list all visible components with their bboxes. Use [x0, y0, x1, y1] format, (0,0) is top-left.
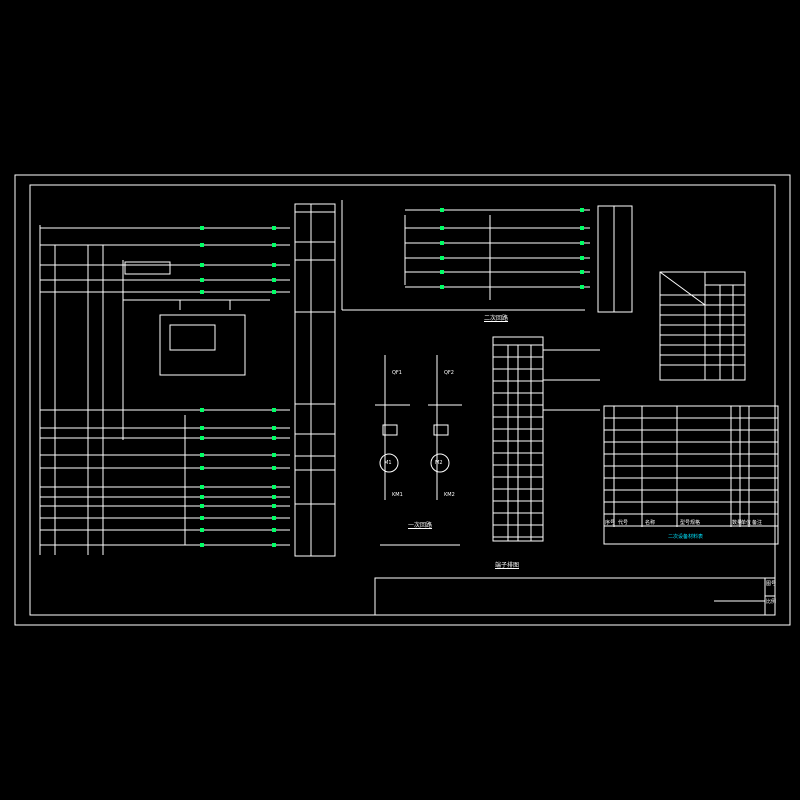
motor-m2-label: M2: [435, 460, 443, 466]
contactor-km2-label: KM2: [444, 492, 455, 498]
contactor-km1-label: KM1: [392, 492, 403, 498]
contact-symbol: [580, 270, 584, 274]
contact-symbol: [272, 516, 276, 520]
contact-symbol: [272, 528, 276, 532]
contact-symbol: [272, 504, 276, 508]
contact-symbol: [272, 278, 276, 282]
contact-symbol: [200, 453, 204, 457]
contact-symbol: [440, 208, 444, 212]
contact-symbol: [200, 226, 204, 230]
function-panel-left: [294, 203, 336, 557]
inner-border: [29, 184, 776, 616]
breaker-qf2-label: QF2: [444, 370, 454, 376]
material-table-header-cell: 备注: [752, 520, 763, 526]
contact-symbol: [272, 263, 276, 267]
contact-symbol: [272, 290, 276, 294]
contact-symbol: [200, 485, 204, 489]
material-table: [603, 405, 779, 545]
motor-m1-symbol: [379, 453, 399, 473]
contact-symbol: [580, 226, 584, 230]
secondary-circuit-caption: 二次回路: [484, 315, 509, 322]
contact-symbol: [580, 241, 584, 245]
contact-symbol: [440, 256, 444, 260]
contact-symbol: [272, 426, 276, 430]
terminal-caption: 端子排图: [495, 562, 520, 569]
contact-symbol: [200, 504, 204, 508]
contact-symbol: [272, 495, 276, 499]
contact-symbol: [200, 466, 204, 470]
material-table-header-cell: 序号: [605, 520, 616, 526]
material-table-caption: 二次设备材料表: [668, 534, 704, 540]
contact-symbol: [580, 208, 584, 212]
contact-symbol: [200, 495, 204, 499]
outer-border: [14, 174, 791, 626]
function-panel-right: [597, 205, 633, 313]
contact-symbol: [200, 543, 204, 547]
contact-symbol: [200, 243, 204, 247]
contact-symbol: [440, 270, 444, 274]
contact-symbol: [440, 285, 444, 289]
title-block-sheet: 图号: [766, 581, 777, 587]
contact-symbol: [272, 226, 276, 230]
motor-m1-label: M1: [384, 460, 392, 466]
contact-symbol: [272, 408, 276, 412]
contact-symbol: [200, 426, 204, 430]
contact-symbol: [200, 528, 204, 532]
contact-symbol: [272, 466, 276, 470]
contact-symbol: [200, 278, 204, 282]
primary-circuit-caption: 一次回路: [408, 522, 433, 529]
contact-symbol: [200, 408, 204, 412]
contact-symbol: [200, 436, 204, 440]
contact-symbol: [580, 285, 584, 289]
contact-symbol: [200, 516, 204, 520]
material-table-header-cell: 单位: [741, 520, 752, 526]
material-table-header-cell: 代号: [618, 520, 629, 526]
contact-symbol: [580, 256, 584, 260]
motor-m2-symbol: [430, 453, 450, 473]
contact-symbol: [440, 241, 444, 245]
contact-symbol: [272, 485, 276, 489]
material-table-header-cell: 名称: [645, 520, 656, 526]
contact-symbol: [272, 243, 276, 247]
contact-symbol: [440, 226, 444, 230]
contact-symbol: [200, 263, 204, 267]
contact-symbol: [272, 543, 276, 547]
material-table-header-cell: 型号规格: [680, 520, 701, 526]
contact-symbol: [272, 453, 276, 457]
title-block: [374, 577, 776, 616]
switch-table: [659, 271, 746, 381]
breaker-qf1-label: QF1: [392, 370, 402, 376]
contact-symbol: [272, 436, 276, 440]
material-table-header-cell: 数量: [732, 520, 743, 526]
contact-symbol: [200, 290, 204, 294]
title-block-scale: 比例: [766, 599, 777, 605]
